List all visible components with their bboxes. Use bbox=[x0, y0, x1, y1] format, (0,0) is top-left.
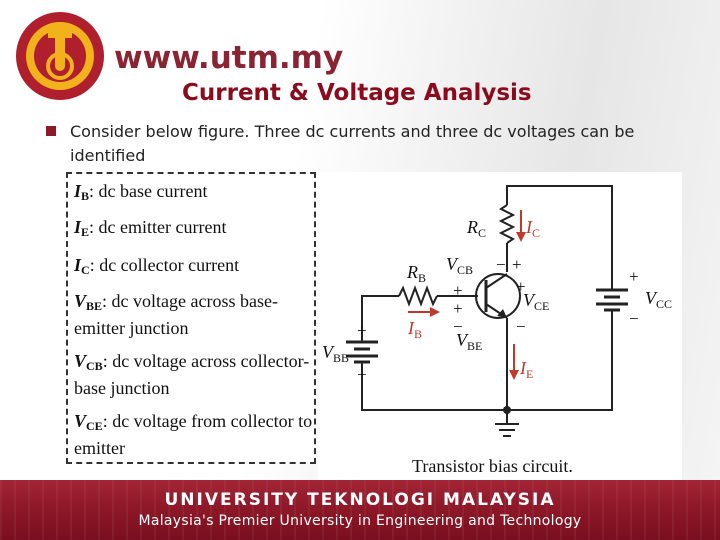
vce-label: VCE bbox=[523, 290, 549, 313]
bullet-marker bbox=[46, 126, 56, 136]
footer-banner bbox=[0, 480, 720, 540]
rc-label: RC bbox=[466, 217, 486, 240]
footer-texture bbox=[0, 480, 720, 540]
vcc-plus: + bbox=[629, 267, 639, 286]
vbe-minus-lower: − bbox=[453, 317, 463, 336]
rb-label: RB bbox=[406, 262, 426, 285]
circuit-wires bbox=[361, 185, 613, 437]
vcc-battery-icon bbox=[596, 288, 628, 312]
emitter-arrow-icon bbox=[497, 309, 507, 318]
vcc-label: VCC bbox=[645, 288, 672, 311]
definition-ie: IE: dc emitter current bbox=[74, 217, 227, 239]
definitions-box: IB: dc base current IE: dc emitter curre… bbox=[66, 172, 316, 464]
ib-label: IB bbox=[407, 318, 422, 341]
vbe-plus: + bbox=[453, 299, 463, 318]
intro-text: Consider below figure. Three dc currents… bbox=[70, 122, 635, 165]
vce-plus: + bbox=[516, 277, 526, 296]
vbb-minus: − bbox=[357, 365, 367, 384]
vcb-minus: − bbox=[496, 255, 506, 274]
ground-node bbox=[503, 406, 511, 414]
current-arrows bbox=[408, 210, 526, 380]
definition-ic: IC: dc collector current bbox=[74, 255, 240, 277]
site-url: www.utm.my bbox=[114, 40, 344, 76]
vce-minus: − bbox=[516, 317, 526, 336]
vbb-plus: + bbox=[357, 321, 367, 340]
vcb-label: VCB bbox=[446, 254, 473, 277]
ic-label: IC bbox=[525, 217, 540, 240]
vbe-label: VBE bbox=[456, 330, 482, 353]
slide-title: Current & Voltage Analysis bbox=[182, 80, 532, 106]
vbb-label: VBB bbox=[322, 342, 349, 365]
definition-vcb: VCB: dc voltage across collector-base ju… bbox=[74, 351, 310, 398]
vcb-plus: + bbox=[512, 255, 522, 274]
definition-vce: VCE: dc voltage from collector to emitte… bbox=[74, 411, 313, 458]
figure-caption: Transistor bias circuit. bbox=[412, 456, 573, 476]
vbe-plus-upper: + bbox=[453, 281, 463, 300]
transistor-bias-circuit: RC IC RB VCB IB VCE VBE IE VCC VBB − + +… bbox=[322, 185, 672, 437]
utm-logo-icon bbox=[16, 12, 104, 100]
vbb-battery-icon bbox=[346, 340, 378, 364]
definition-ib: IB: dc base current bbox=[74, 181, 208, 203]
vcc-minus: − bbox=[629, 309, 639, 328]
ie-label: IE bbox=[519, 358, 533, 381]
definition-vbe: VBE: dc voltage across base-emitter junc… bbox=[74, 291, 278, 338]
footer-university-name: UNIVERSITY TEKNOLOGI MALAYSIA bbox=[164, 490, 556, 510]
footer-tagline: Malaysia's Premier University in Enginee… bbox=[138, 513, 582, 529]
circuit-panel bbox=[318, 172, 682, 480]
